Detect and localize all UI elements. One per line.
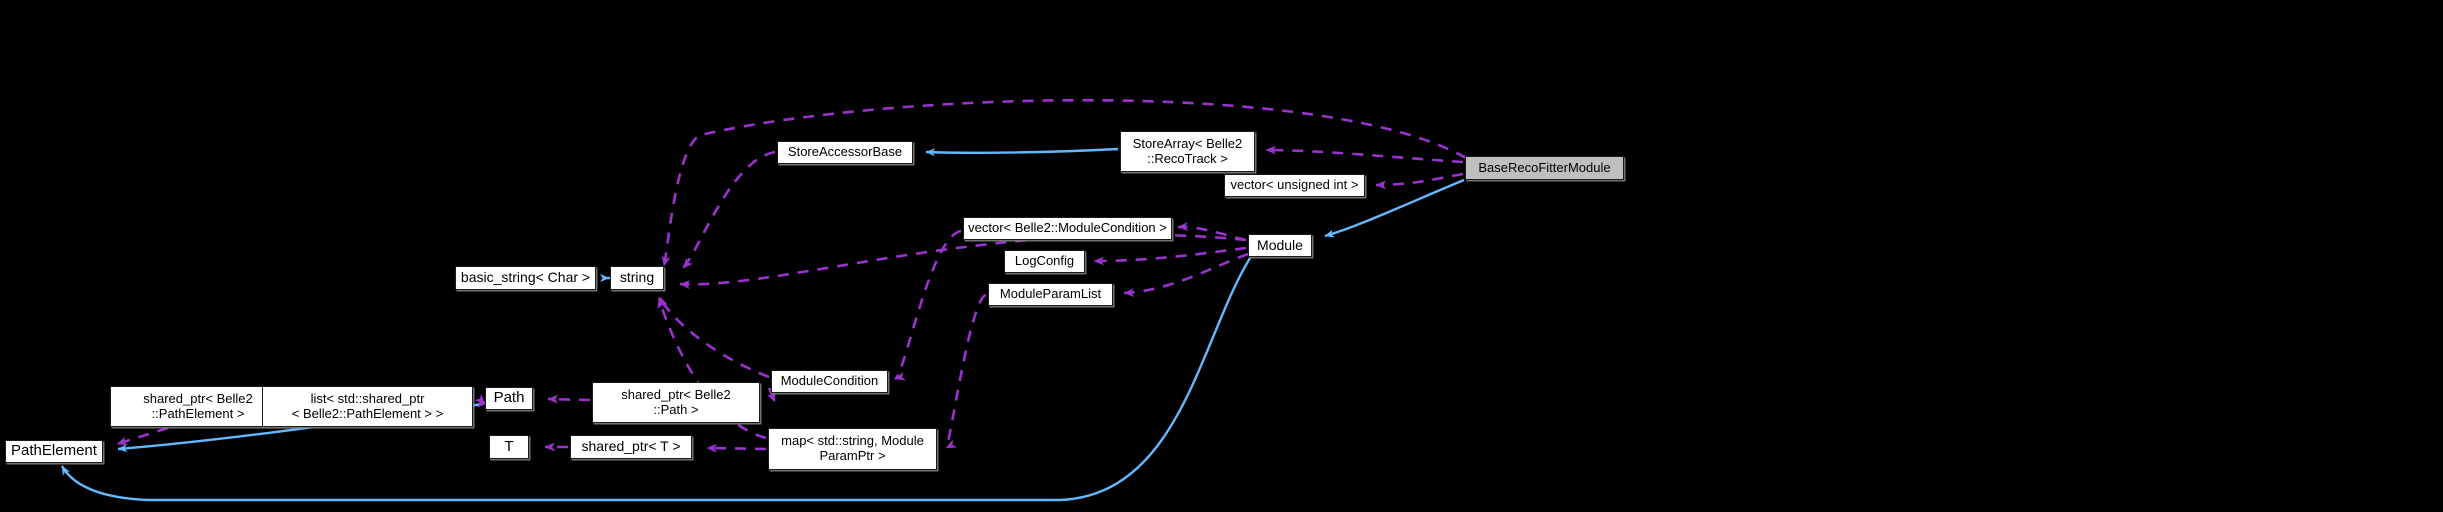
node-shared-ptr-t[interactable]: shared_ptr< T >	[570, 435, 692, 459]
node-shared-ptr-pathelement[interactable]: shared_ptr< Belle2 ::PathElement >	[110, 386, 286, 427]
node-vector-unsigned-int[interactable]: vector< unsigned int >	[1224, 174, 1365, 197]
edge-module-to-logconfig	[1093, 246, 1247, 266]
edge-module-to-vectormodcond	[1177, 222, 1247, 242]
edge-baserecofitter-to-storearray	[1265, 145, 1464, 164]
node-t[interactable]: T	[489, 435, 529, 459]
edge-sharedptr-pe-to-pathelement	[116, 426, 169, 446]
node-storeaccessorbase[interactable]: StoreAccessorBase	[777, 141, 913, 164]
edge-map-to-sharedptr-t	[706, 443, 767, 453]
node-string[interactable]: string	[610, 266, 664, 290]
node-vector-modulecondition[interactable]: vector< Belle2::ModuleCondition >	[963, 217, 1172, 240]
node-shared-ptr-path[interactable]: shared_ptr< Belle2 ::Path >	[592, 382, 760, 423]
node-pathelement[interactable]: PathElement	[5, 440, 103, 463]
edge-module-to-string	[679, 233, 1247, 290]
node-list-shared-ptr-pathelement[interactable]: list< std::shared_ptr < Belle2::PathElem…	[262, 386, 473, 427]
edge-moduleparamlist-to-map	[944, 293, 987, 450]
node-logconfig[interactable]: LogConfig	[1004, 250, 1085, 273]
node-map-string-moduleparamptr[interactable]: map< std::string, Module ParamPtr >	[768, 428, 937, 470]
node-storearray-recotrack[interactable]: StoreArray< Belle2 ::RecoTrack >	[1120, 131, 1255, 172]
inheritance-edges	[60, 147, 1465, 502]
node-module[interactable]: Module	[1248, 234, 1312, 257]
node-path[interactable]: Path	[485, 387, 533, 410]
edge-module-to-moduleparamlist	[1123, 252, 1249, 298]
edge-storearray-to-storeaccessorbase	[925, 147, 1119, 157]
node-moduleparamlist[interactable]: ModuleParamList	[988, 283, 1113, 306]
node-modulecondition[interactable]: ModuleCondition	[771, 370, 888, 393]
edge-vectormodcond-to-modulecondition	[894, 229, 962, 381]
edge-baserecofitter-to-vectoruint	[1375, 172, 1464, 190]
node-basic-string-char[interactable]: basic_string< Char >	[455, 266, 596, 290]
edge-sharedptr-path-to-path	[547, 394, 591, 404]
edge-modulecondition-to-string	[658, 296, 770, 379]
edge-storeaccessorbase-to-string	[682, 150, 776, 269]
node-baserecofittermodule[interactable]: BaseRecoFitterModule	[1465, 156, 1624, 180]
